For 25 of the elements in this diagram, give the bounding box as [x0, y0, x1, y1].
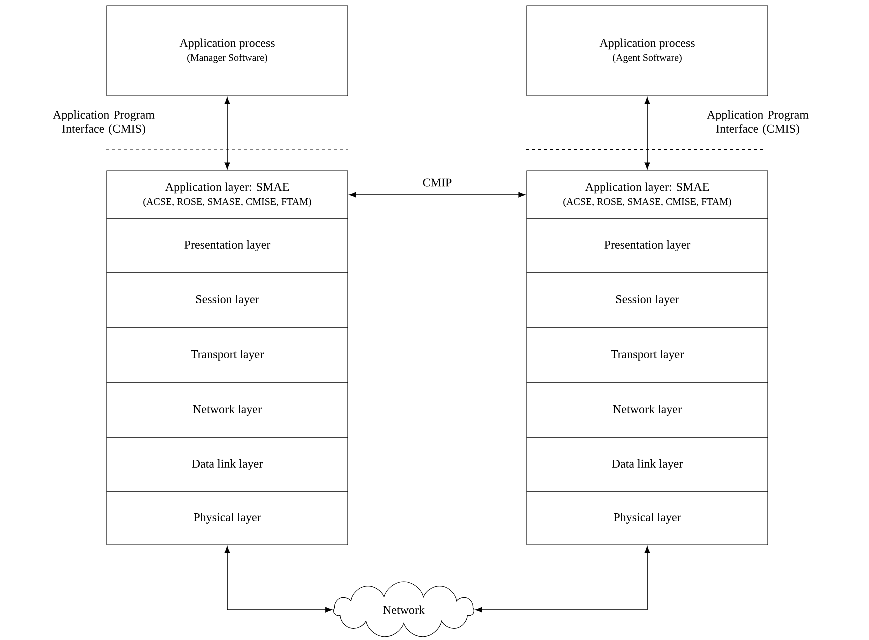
arrow	[350, 192, 526, 198]
arrow	[224, 98, 230, 170]
network-cloud: Network	[334, 582, 474, 638]
layer-box: Data link layer	[106, 438, 348, 492]
layer-box: Session layer	[106, 272, 348, 328]
arrow	[476, 546, 650, 613]
process-box: Application process (Agent Software)	[526, 6, 768, 96]
interface-label: Application Program Interface (CMIS)	[53, 110, 155, 136]
layer-box: Presentation layer	[106, 218, 348, 274]
layer-box: Physical layer	[526, 492, 768, 546]
layer-box: Network layer	[526, 382, 768, 438]
layer-box: Network layer	[106, 382, 348, 438]
layer-box: Session layer	[526, 272, 768, 328]
layer-box: Transport layer	[526, 328, 768, 384]
layer-box: Application layer: SMAE (ACSE, ROSE, SMASE, CMISE, FTAM)	[526, 170, 768, 220]
process-box: Application process (Manager Software)	[106, 6, 348, 96]
layer-box: Data link layer	[526, 438, 768, 492]
arrow	[644, 98, 650, 170]
layer-box: Physical layer	[106, 492, 348, 546]
edge-label: CMIP	[422, 178, 454, 188]
arrow	[224, 546, 332, 613]
interface-label: Application Program Interface (CMIS)	[707, 110, 809, 136]
layer-box: Presentation layer	[526, 218, 768, 274]
layer-box: Transport layer	[106, 328, 348, 384]
layer-box: Application layer: SMAE (ACSE, ROSE, SMASE, CMISE, FTAM)	[106, 170, 348, 220]
